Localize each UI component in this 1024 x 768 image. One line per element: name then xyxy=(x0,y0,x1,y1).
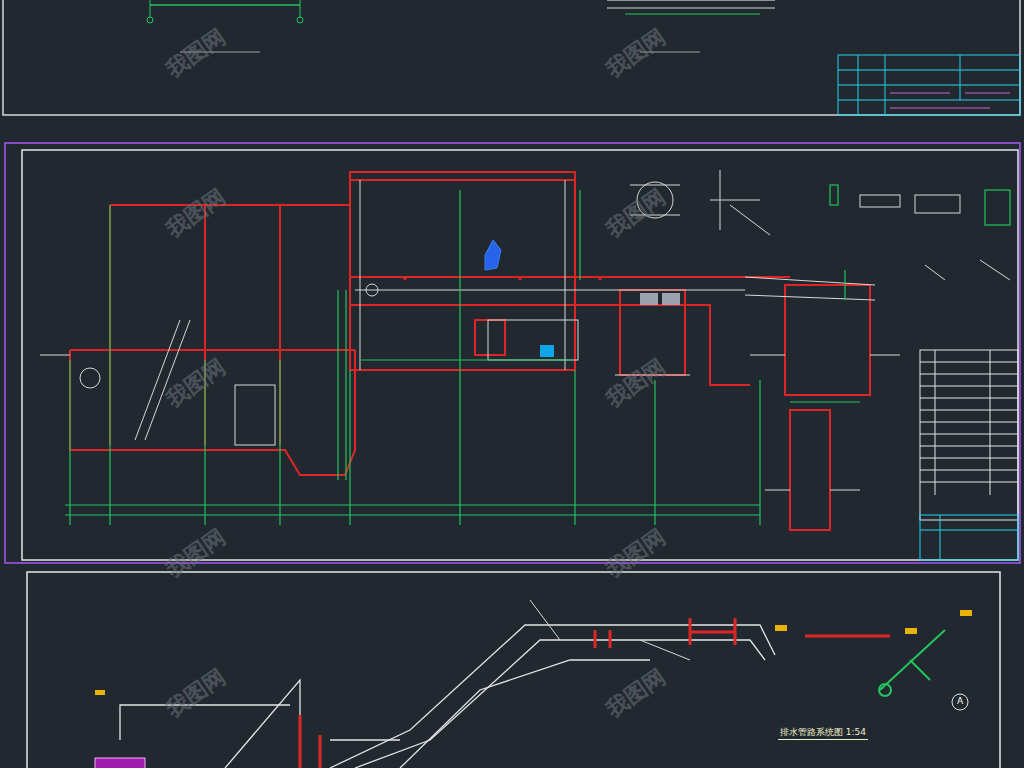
drawing-title: 排水管路系统图 1:54 xyxy=(778,726,868,740)
watermark: 我图网 xyxy=(600,662,671,724)
watermark: 我图网 xyxy=(160,22,231,84)
watermark: 我图网 xyxy=(160,522,231,584)
watermark: 我图网 xyxy=(600,522,671,584)
watermark: 我图网 xyxy=(600,22,671,84)
watermark: 我图网 xyxy=(160,662,231,724)
watermark: 我图网 xyxy=(160,182,231,244)
watermark: 我图网 xyxy=(160,352,231,414)
watermark: 我图网 xyxy=(600,352,671,414)
callout-letter: A xyxy=(956,696,964,706)
watermark: 我图网 xyxy=(600,182,671,244)
